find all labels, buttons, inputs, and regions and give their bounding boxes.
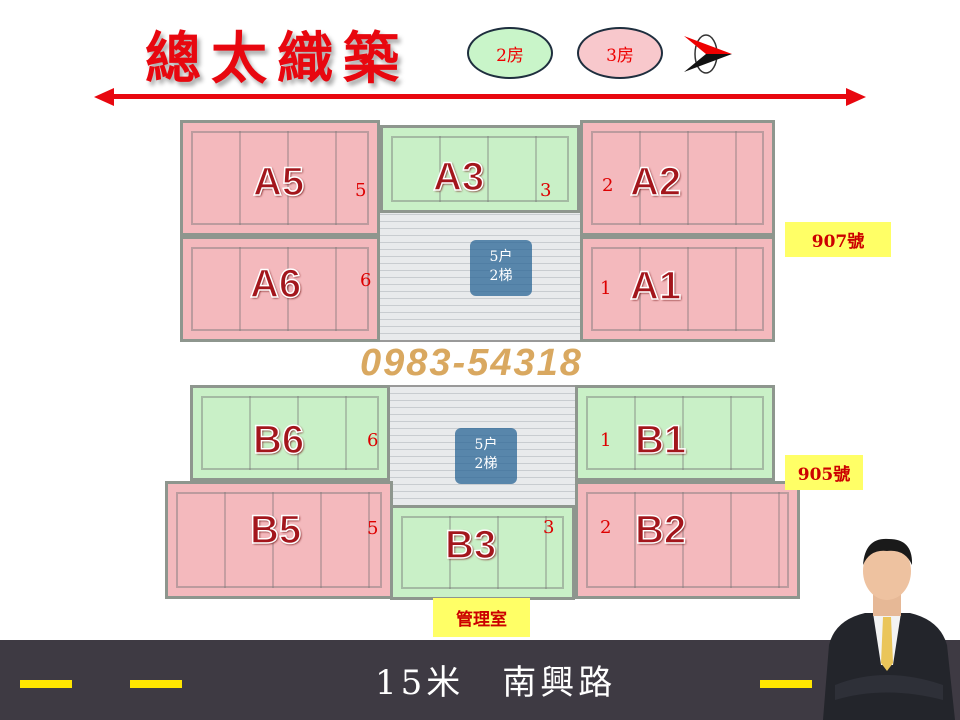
unit-number-a5: 5 xyxy=(355,180,367,201)
unit-A5[interactable] xyxy=(180,120,380,236)
lane-dash xyxy=(130,680,182,688)
building-905-tag: 905號 xyxy=(785,455,863,490)
unit-number-b3: 3 xyxy=(543,517,555,538)
agent-photo xyxy=(823,538,955,720)
elevators: 2梯 xyxy=(489,268,513,284)
unit-label-b3: B3 xyxy=(444,522,497,568)
unit-number-b1: 1 xyxy=(600,430,612,451)
unit-label-a2: A2 xyxy=(629,159,682,205)
unit-number-b5: 5 xyxy=(367,518,379,539)
unit-label-b5: B5 xyxy=(249,507,302,553)
unit-label-b1: B1 xyxy=(634,417,687,463)
north-arrow-icon xyxy=(684,34,732,74)
unit-label-a1: A1 xyxy=(629,263,682,309)
unit-A2[interactable] xyxy=(580,120,775,236)
unit-A3[interactable] xyxy=(380,125,580,213)
building-907-tag: 907號 xyxy=(785,222,891,257)
households: 5户 xyxy=(489,249,513,265)
legend-2-room: 2房 xyxy=(467,27,553,79)
unit-label-a6: A6 xyxy=(249,261,302,307)
unit-label-b6: B6 xyxy=(252,417,305,463)
legend-3-room: 3房 xyxy=(577,27,663,79)
management-office-tag: 管理室 xyxy=(433,598,530,637)
unit-number-a2: 2 xyxy=(602,175,614,196)
page-title: 總太織築 xyxy=(145,26,409,92)
elevators: 2梯 xyxy=(474,456,498,472)
lane-dash xyxy=(20,680,72,688)
unit-label-a5: A5 xyxy=(252,159,305,205)
watermark: 0983-54318 xyxy=(360,342,583,384)
unit-label-a3: A3 xyxy=(432,154,485,200)
unit-A1[interactable] xyxy=(580,236,775,342)
unit-B1[interactable] xyxy=(575,385,775,481)
unit-A6[interactable] xyxy=(180,236,380,342)
core-info-905: 5户 2梯 xyxy=(455,428,517,484)
unit-label-b2: B2 xyxy=(634,507,687,553)
unit-number-a6: 6 xyxy=(360,270,372,291)
unit-B2[interactable] xyxy=(575,481,800,599)
unit-number-a1: 1 xyxy=(600,278,612,299)
unit-B6[interactable] xyxy=(190,385,390,481)
double-arrow-heads xyxy=(94,88,866,106)
road-label: 15米 南興路 xyxy=(375,663,617,703)
households: 5户 xyxy=(474,437,498,453)
unit-number-b2: 2 xyxy=(600,517,612,538)
unit-number-b6: 6 xyxy=(367,430,379,451)
unit-number-a3: 3 xyxy=(540,180,552,201)
lane-dash xyxy=(760,680,812,688)
core-info-907: 5户 2梯 xyxy=(470,240,532,296)
width-arrow xyxy=(110,94,850,99)
